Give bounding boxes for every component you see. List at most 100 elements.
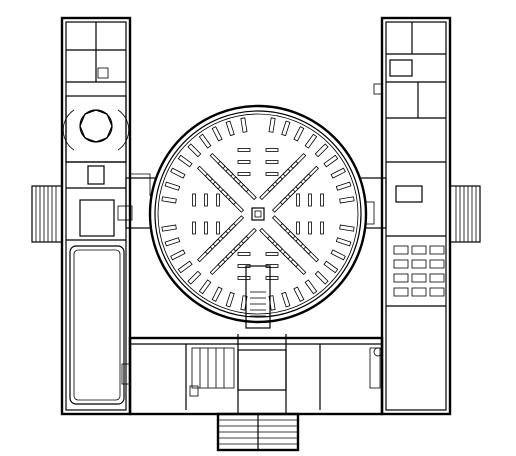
axis-shelf <box>320 193 324 207</box>
perimeter-carrel <box>187 270 202 285</box>
axis-shelf <box>237 252 251 256</box>
reading-shelf <box>259 184 276 201</box>
axis-shelf <box>216 193 220 207</box>
perimeter-carrel <box>170 249 186 261</box>
reading-shelf <box>274 168 291 185</box>
perimeter-carrel <box>304 133 318 149</box>
perimeter-carrel <box>293 126 305 142</box>
perimeter-carrel <box>177 260 193 274</box>
reading-shelf <box>228 215 245 232</box>
reading-shelf <box>303 246 320 263</box>
axis-shelf <box>265 148 279 152</box>
reading-shelf <box>209 152 226 169</box>
perimeter-carrel <box>293 286 305 302</box>
axis-shelf <box>308 193 312 207</box>
reading-shelf <box>196 246 213 263</box>
perimeter-carrel <box>330 167 346 179</box>
reading-shelf <box>196 165 213 182</box>
central-desk <box>251 207 265 221</box>
perimeter-carrel <box>339 196 355 204</box>
perimeter-carrel <box>281 291 291 308</box>
axis-shelf <box>237 172 251 176</box>
perimeter-carrel <box>225 120 235 137</box>
reading-shelf <box>266 176 283 193</box>
axis-shelf <box>265 276 279 280</box>
perimeter-carrel <box>198 279 212 295</box>
perimeter-carrel <box>187 143 202 158</box>
perimeter-carrel <box>339 224 355 232</box>
perimeter-carrel <box>211 126 223 142</box>
axis-shelf <box>265 172 279 176</box>
reading-shelf <box>295 238 312 255</box>
desk-grid <box>393 245 445 297</box>
front-steps <box>216 412 300 452</box>
bottom-block <box>128 334 384 416</box>
perimeter-carrel <box>211 286 223 302</box>
perimeter-carrel <box>170 167 186 179</box>
perimeter-carrel <box>240 117 248 133</box>
reading-shelf <box>228 196 245 213</box>
perimeter-carrel <box>164 237 181 247</box>
perimeter-carrel <box>164 181 181 191</box>
axis-shelf <box>237 148 251 152</box>
reading-shelf <box>279 189 296 206</box>
reading-shelf <box>303 165 320 182</box>
perimeter-carrel <box>314 143 329 158</box>
perimeter-carrel <box>304 279 318 295</box>
reading-shelf <box>282 160 299 177</box>
reading-shelf <box>220 222 237 239</box>
axis-shelf <box>204 221 208 235</box>
axis-shelf <box>265 252 279 256</box>
axis-shelf <box>216 221 220 235</box>
perimeter-carrel <box>161 196 177 204</box>
axis-shelf <box>237 160 251 164</box>
reading-shelf <box>271 215 288 232</box>
perimeter-carrel <box>177 154 193 168</box>
perimeter-carrel <box>335 237 352 247</box>
perimeter-carrel <box>323 260 339 274</box>
axis-shelf <box>320 221 324 235</box>
axis-shelf <box>265 160 279 164</box>
perimeter-carrel <box>314 270 329 285</box>
perimeter-carrel <box>198 133 212 149</box>
right-wing <box>373 16 481 416</box>
reading-shelf <box>290 152 307 169</box>
reading-shelf <box>271 196 288 213</box>
perimeter-carrel <box>225 291 235 308</box>
reading-shelf <box>217 160 234 177</box>
axis-shelf <box>192 221 196 235</box>
reading-shelf <box>212 181 229 198</box>
reading-shelf <box>287 181 304 198</box>
reading-shelf <box>295 173 312 190</box>
reading-shelf <box>290 259 307 276</box>
rotunda-radial-shelves <box>161 117 355 311</box>
reading-shelf <box>220 189 237 206</box>
reading-shelf <box>266 235 283 252</box>
axis-shelf <box>192 193 196 207</box>
reading-shelf <box>225 168 242 185</box>
axis-shelf <box>296 221 300 235</box>
reading-shelf <box>279 222 296 239</box>
axis-shelf <box>308 221 312 235</box>
reading-shelf <box>212 230 229 247</box>
reading-shelf <box>233 235 250 252</box>
left-wing <box>31 16 132 416</box>
axis-shelf <box>296 193 300 207</box>
perimeter-carrel <box>323 154 339 168</box>
reading-shelf <box>274 243 291 260</box>
reading-shelf <box>204 173 221 190</box>
reading-shelf <box>240 184 257 201</box>
perimeter-carrel <box>335 181 352 191</box>
perimeter-carrel <box>268 117 276 133</box>
reading-shelf <box>282 251 299 268</box>
reading-shelf <box>209 259 226 276</box>
reading-shelf <box>204 238 221 255</box>
reading-shelf <box>259 227 276 244</box>
rotunda <box>148 104 368 329</box>
perimeter-carrel <box>161 224 177 232</box>
axis-shelf <box>237 276 251 280</box>
reading-shelf <box>225 243 242 260</box>
reading-shelf <box>287 230 304 247</box>
reading-shelf <box>217 251 234 268</box>
